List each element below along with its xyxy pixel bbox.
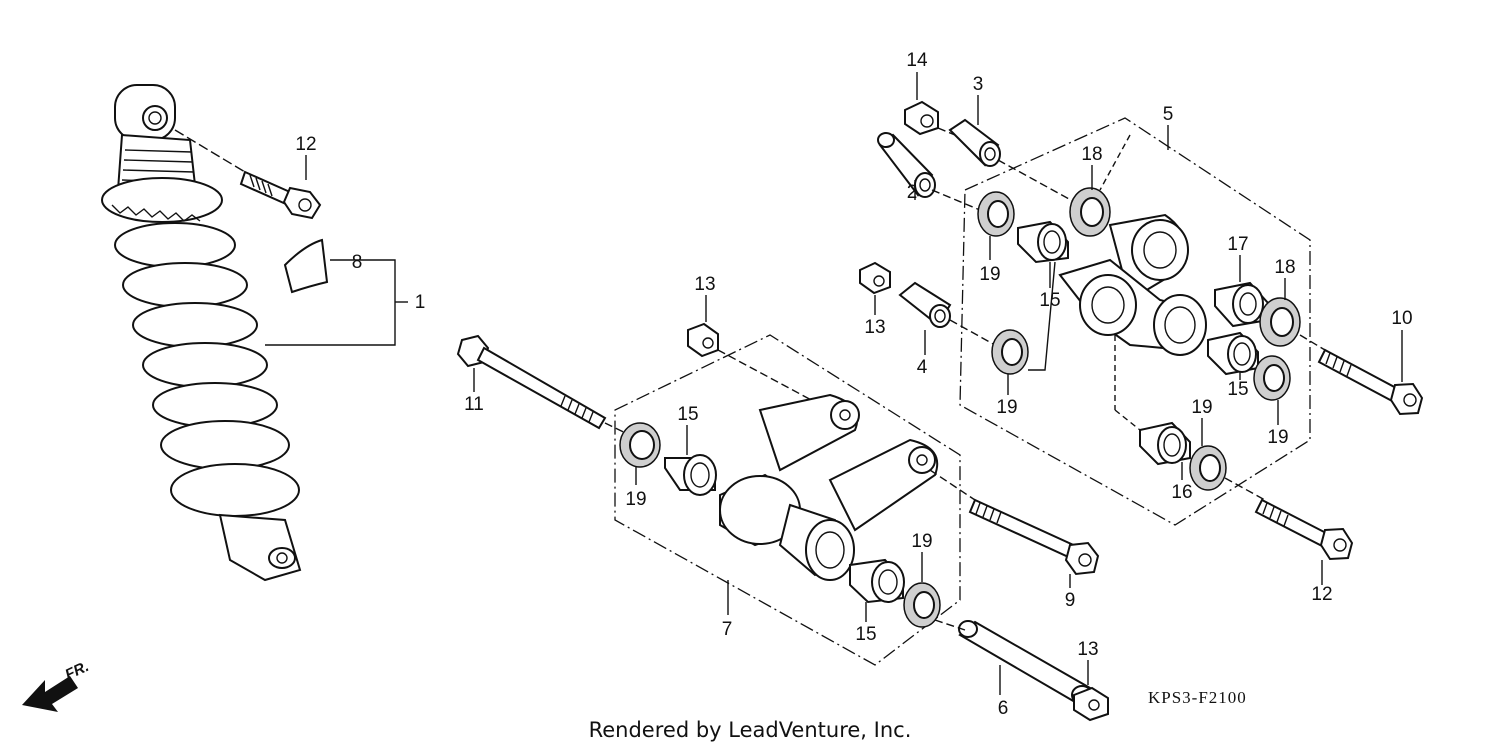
arm-seal-lower[interactable] [1189, 445, 1227, 491]
arm-seal-top[interactable] [1069, 187, 1111, 237]
callout-16[interactable]: 16 [1171, 482, 1192, 503]
arm-collar-long[interactable] [877, 132, 936, 198]
callout-7[interactable]: 7 [722, 619, 733, 640]
needle-bearing-link-left[interactable] [664, 454, 717, 496]
callouts: 1 2 3 4 5 6 7 8 9 10 11 12 12 13 13 13 1… [295, 50, 1412, 719]
cushion-arm[interactable] [1058, 213, 1207, 356]
callout-3[interactable]: 3 [973, 74, 984, 95]
callout-9[interactable]: 9 [1065, 590, 1076, 611]
callout-19-arm-right[interactable]: 19 [1267, 427, 1288, 448]
callout-14[interactable]: 14 [906, 50, 928, 71]
callout-10[interactable]: 10 [1391, 308, 1412, 329]
drawing-code: KPS3-F2100 [1148, 688, 1247, 707]
callout-11[interactable]: 11 [464, 394, 484, 415]
needle-bearing-link-right[interactable] [849, 558, 905, 604]
leader-lines [305, 72, 1403, 695]
callout-5[interactable]: 5 [1163, 104, 1174, 125]
arm-seal-middle[interactable] [991, 329, 1029, 375]
arm-seal-upper-left[interactable] [977, 191, 1015, 237]
arm-nut-middle[interactable] [859, 261, 891, 295]
callout-6[interactable]: 6 [998, 698, 1009, 719]
arm-bearing-lower[interactable] [1139, 421, 1191, 466]
callout-19-arm-middle[interactable]: 19 [996, 397, 1017, 418]
callout-8[interactable]: 8 [352, 252, 363, 273]
callout-19-link-left[interactable]: 19 [625, 489, 646, 510]
callout-12-upper[interactable]: 12 [295, 134, 316, 155]
callout-15-link-right[interactable]: 15 [855, 624, 876, 645]
render-credit: Rendered by LeadVenture, Inc. [589, 718, 912, 742]
long-bolt[interactable] [456, 334, 607, 430]
arm-bearing-right-upper[interactable] [1214, 281, 1269, 328]
callout-2[interactable]: 2 [907, 182, 918, 203]
callout-13-link-upper[interactable]: 13 [694, 274, 715, 295]
arm-bearing-right-lower[interactable] [1207, 331, 1259, 376]
callout-19-arm-lower[interactable]: 19 [1191, 397, 1212, 418]
spring-label[interactable] [283, 238, 329, 294]
front-direction-arrow: FR. [22, 658, 92, 712]
shock-spring [114, 222, 300, 517]
callout-13-link-lower[interactable]: 13 [1077, 639, 1098, 660]
callout-12-lower[interactable]: 12 [1311, 584, 1332, 605]
callout-15-arm-upper[interactable]: 15 [1039, 290, 1060, 311]
link-nut-upper[interactable] [687, 322, 719, 358]
arm-nut-top[interactable] [904, 100, 939, 136]
cushion-connecting-rod[interactable] [719, 393, 939, 581]
front-label: FR. [63, 658, 92, 684]
dust-seal-link-right[interactable] [903, 582, 941, 628]
upper-shock-bolt[interactable] [239, 170, 322, 220]
dust-seal-link-left[interactable] [619, 422, 661, 468]
arm-bolt-upper[interactable] [1317, 348, 1424, 416]
link-group-outline [614, 334, 961, 666]
callout-15-arm-right[interactable]: 15 [1227, 379, 1248, 400]
callout-18-top[interactable]: 18 [1081, 144, 1102, 165]
callout-19-link-right[interactable]: 19 [911, 531, 932, 552]
callout-1[interactable]: 1 [415, 292, 426, 313]
arm-collar-middle[interactable] [898, 281, 952, 328]
shock-absorber[interactable] [101, 84, 302, 582]
arm-seal-right-lower[interactable] [1253, 355, 1291, 401]
arrow-left-down-icon [22, 676, 78, 712]
callout-17[interactable]: 17 [1227, 234, 1248, 255]
link-bolt[interactable] [968, 498, 1100, 576]
callout-4[interactable]: 4 [917, 357, 928, 378]
callout-13-arm[interactable]: 13 [864, 317, 885, 338]
callout-15-link-left[interactable]: 15 [677, 404, 698, 425]
callout-18-right[interactable]: 18 [1274, 257, 1295, 278]
link-collar[interactable] [958, 620, 1093, 705]
link-nut-lower[interactable] [1073, 686, 1109, 722]
callout-19-arm-upper[interactable]: 19 [979, 264, 1000, 285]
arm-bolt-lower[interactable] [1254, 498, 1354, 561]
arm-collar-short[interactable] [948, 118, 1001, 167]
arm-group-outline [959, 117, 1311, 526]
arm-seal-right[interactable] [1259, 297, 1301, 347]
arm-bearing-upper[interactable] [1017, 220, 1069, 264]
